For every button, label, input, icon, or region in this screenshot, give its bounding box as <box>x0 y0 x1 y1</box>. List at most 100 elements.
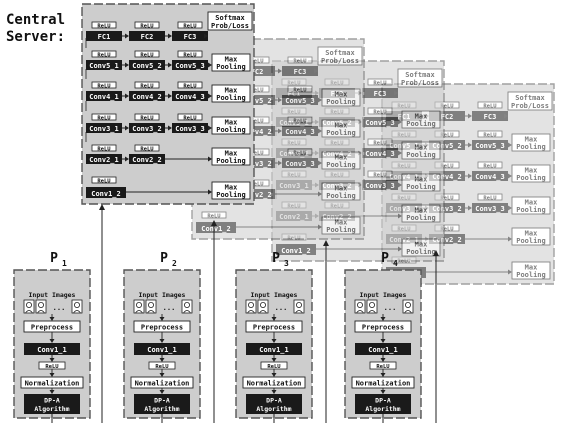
layer-conv5_3 <box>282 95 318 105</box>
softmax-box-line1: Softmax <box>215 14 245 22</box>
relu-tag-label: ReLU <box>183 52 197 58</box>
layer-conv4_3-label: Conv4_3 <box>475 173 505 181</box>
layer-fc1 <box>86 31 122 41</box>
max-pooling-box <box>211 53 251 72</box>
relu-tag <box>477 130 503 138</box>
softmax-box-line2: Prob/Loss <box>321 57 359 65</box>
portrait-icon <box>23 299 35 314</box>
relu-tag <box>134 50 160 58</box>
layer-conv1_2-label: Conv1_2 <box>91 190 121 198</box>
portrait-icon-body <box>73 310 81 314</box>
max-pooling-box <box>401 173 441 192</box>
max-pooling-box-line2: Pooling <box>516 143 546 151</box>
layer-conv5_3-label: Conv5_3 <box>285 97 315 105</box>
flow-arrow-head <box>380 339 386 343</box>
layer-arrow-head <box>278 128 282 134</box>
layer-arrow-head <box>168 125 172 131</box>
conv1_1-block <box>134 343 190 355</box>
portrait-icon <box>354 299 366 314</box>
normalization-label: Normalization <box>247 380 302 388</box>
max-pooling-box-line1: Max <box>525 264 538 272</box>
dpa-line2: Algorithm <box>365 405 400 413</box>
layer-conv5_3-label: Conv5_3 <box>475 142 505 150</box>
layer-arrow-head <box>125 33 129 39</box>
pool-arrow-head <box>318 128 322 134</box>
portrait-icon-head <box>356 301 363 308</box>
relu-tag-label: ReLU <box>97 115 111 121</box>
relu-tag <box>134 81 160 89</box>
preprocess-label: Preprocess <box>253 324 295 332</box>
layer-conv2_2 <box>239 189 275 199</box>
conv1_1-label: Conv1_1 <box>147 346 177 354</box>
relu-tag-label: ReLU <box>97 23 111 29</box>
softmax-arrow-head <box>204 33 208 39</box>
relu-tag-label: ReLU <box>207 213 221 219</box>
layer-conv4_2 <box>239 126 275 136</box>
dpa-line2: Algorithm <box>256 405 291 413</box>
relu-tag <box>287 148 313 156</box>
max-pooling-box <box>511 227 551 246</box>
layer-fc2-label: FC2 <box>141 33 154 41</box>
layer-fc3-label: FC3 <box>374 90 387 98</box>
pool-arrow-head <box>508 142 512 148</box>
layer-arrow-head <box>125 156 129 162</box>
max-pooling-box-line1: Max <box>525 136 538 144</box>
layer-fc3 <box>282 66 318 76</box>
layer-fc2 <box>129 31 165 41</box>
max-pooling-box-line2: Pooling <box>216 191 246 199</box>
pool-arrow-head <box>208 156 212 162</box>
layer-conv3_3-label: Conv3_3 <box>175 125 205 133</box>
layer-conv5_2 <box>239 95 275 105</box>
max-pooling-box-line1: Max <box>225 184 238 192</box>
relu-tag-label: ReLU <box>483 132 497 138</box>
relu-tag <box>477 161 503 169</box>
flow-arrow-head <box>159 358 165 362</box>
layer-conv5_3 <box>362 117 398 127</box>
layer-conv4_3 <box>362 148 398 158</box>
softmax-box-line2: Prob/Loss <box>511 102 549 110</box>
layer-fc3-label: FC3 <box>484 113 497 121</box>
layer-conv3_3 <box>282 158 318 168</box>
layer-conv1_2 <box>196 222 236 233</box>
softmax-box <box>507 91 553 111</box>
input-images-label: Input Images <box>29 291 76 299</box>
layer-conv2_2 <box>129 154 165 164</box>
layer-fc3-label: FC3 <box>184 33 197 41</box>
portrait-icon-body <box>404 310 412 314</box>
relu-tag <box>367 170 393 178</box>
softmax-arrow-head <box>504 113 508 119</box>
relu-tag-label: ReLU <box>140 115 154 121</box>
layer-conv4_2 <box>129 91 165 101</box>
relu-tag <box>91 144 117 152</box>
max-pooling-box-line1: Max <box>415 176 428 184</box>
max-pooling-box-line1: Max <box>225 56 238 64</box>
layer-conv3_3-label: Conv3_3 <box>475 205 505 213</box>
layer-arrow-head <box>278 97 282 103</box>
softmax-box <box>397 68 443 88</box>
relu-tag-label: ReLU <box>373 172 387 178</box>
layer-conv2_1-label: Conv2_1 <box>89 156 119 164</box>
pool-arrow-head <box>508 173 512 179</box>
relu-label: ReLU <box>267 364 281 370</box>
pool-arrow-head <box>398 213 402 219</box>
dpa-line1: DP-A <box>154 397 170 405</box>
layer-arrow-head <box>125 62 129 68</box>
layer-conv2_1 <box>86 154 122 164</box>
central-server-label-line1: Central <box>6 12 66 28</box>
relu-tag-label: ReLU <box>97 83 111 89</box>
layer-conv5_2 <box>129 60 165 70</box>
pool-arrow-head <box>318 224 322 230</box>
relu-tag-label: ReLU <box>293 58 307 64</box>
layer-conv5_2-label: Conv5_2 <box>132 62 162 70</box>
portrait-icon-head <box>135 301 142 308</box>
layer-fc2 <box>429 111 465 121</box>
max-pooling-box-line2: Pooling <box>216 94 246 102</box>
layer-arrow-head <box>278 160 282 166</box>
layer-fc3 <box>472 111 508 121</box>
layer-conv1_2 <box>276 244 316 255</box>
relu-tag <box>367 78 393 86</box>
flow-arrow-head <box>380 358 386 362</box>
max-pooling-box-line2: Pooling <box>406 248 436 256</box>
